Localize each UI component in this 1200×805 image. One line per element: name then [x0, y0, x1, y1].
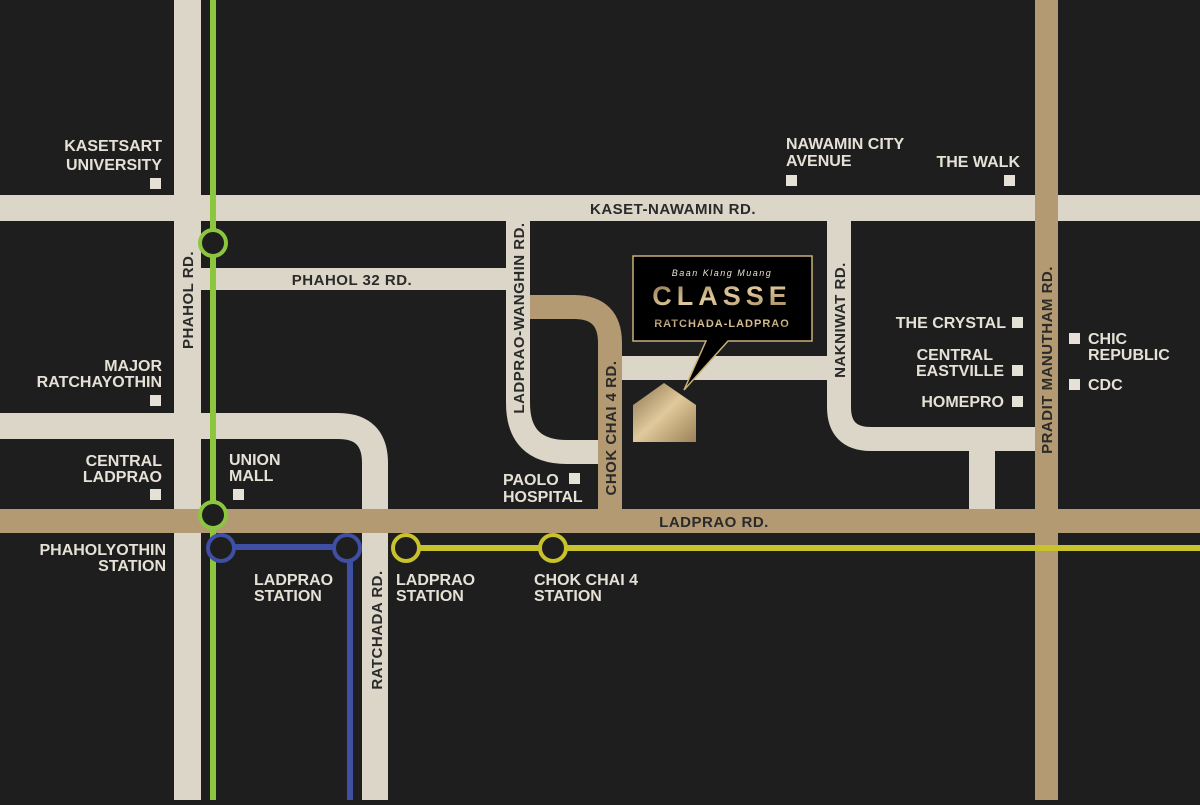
label-ladprao-road: LADPRAO RD.: [659, 514, 769, 531]
ratchayothin-connector-road: [0, 413, 388, 800]
poi-label-line1: CENTRAL: [86, 453, 163, 470]
poi-the-walk: THE WALK: [936, 154, 1020, 186]
poi-label-line1: CENTRAL: [917, 347, 994, 364]
label-nakniwat-road: NAKNIWAT RD.: [832, 262, 849, 378]
poi-marker-icon: [1012, 396, 1023, 407]
poi-marker-icon: [1069, 379, 1080, 390]
label-ratchada-road: RATCHADA RD.: [369, 570, 386, 689]
poi-marker-icon: [786, 175, 797, 186]
project-subtitle: RATCHADA-LADPRAO: [654, 318, 790, 330]
brand-script: Baan Klang Muang: [672, 268, 773, 278]
poi-central-eastville: CENTRAL EASTVILLE: [916, 347, 1023, 380]
ladprao-road: [0, 509, 1200, 533]
poi-label-line2: LADPRAO: [83, 469, 162, 486]
station-marker-ladprao-blue-west: [206, 533, 236, 563]
poi-label-line2: UNIVERSITY: [66, 157, 162, 174]
poi-label: THE CRYSTAL: [896, 315, 1006, 332]
poi-marker-icon: [233, 489, 244, 500]
poi-marker-icon: [1012, 365, 1023, 376]
poi-marker-icon: [1012, 317, 1023, 328]
label-ladprao-wanghin-road: LADPRAO-WANGHIN RD.: [511, 222, 528, 413]
house-pin-icon: [633, 383, 696, 442]
kaset-nawamin-road: [0, 195, 1200, 221]
phahol-32-road: [200, 268, 510, 290]
station-markers: [198, 228, 568, 563]
eastville-access-road: [969, 439, 995, 512]
poi-nawamin-city: NAWAMIN CITY AVENUE: [786, 136, 905, 186]
poi-paolo-hospital: PAOLO HOSPITAL: [503, 472, 583, 506]
poi-major: MAJOR RATCHAYOTHIN: [37, 358, 162, 406]
poi-marker-icon: [150, 178, 161, 189]
poi-homepro: HOMEPRO: [921, 394, 1023, 411]
poi-label-line1: KASETSART: [64, 138, 162, 155]
poi-label-line1: PAOLO: [503, 472, 559, 489]
poi-marker-icon: [150, 395, 161, 406]
points-of-interest: KASETSART UNIVERSITY NAWAMIN CITY AVENUE…: [37, 136, 1171, 506]
station-label-ladprao-yellow-line2: STATION: [396, 588, 464, 605]
station-label-chok-chai-4-line1: CHOK CHAI 4: [534, 572, 638, 589]
poi-label-line2: EASTVILLE: [916, 363, 1004, 380]
station-marker-phaholyothin: [198, 500, 228, 530]
poi-label-line1: CHIC: [1088, 331, 1128, 348]
station-marker-kaset: [198, 228, 228, 258]
project-name: CLASSE: [652, 281, 792, 311]
poi-label-line2: HOSPITAL: [503, 489, 583, 506]
label-chok-chai-4-road: CHOK CHAI 4 RD.: [603, 360, 620, 495]
poi-central-ladprao: CENTRAL LADPRAO: [83, 453, 162, 500]
poi-the-crystal: THE CRYSTAL: [896, 315, 1023, 332]
nakniwat-road: [827, 221, 1045, 451]
station-label-ladprao-blue-line2: STATION: [254, 588, 322, 605]
station-marker-chok-chai-4: [538, 533, 568, 563]
station-label-chok-chai-4-line2: STATION: [534, 588, 602, 605]
road-labels: KASET-NAWAMIN RD. PHAHOL 32 RD. LADPRAO …: [180, 201, 1056, 690]
label-phahol-road: PHAHOL RD.: [180, 251, 197, 349]
poi-union-mall: UNION MALL: [229, 452, 281, 500]
chok-chai-4-east-spur: [620, 356, 840, 380]
phahol-road: [174, 0, 201, 800]
chok-chai-4-road: [530, 295, 622, 512]
poi-label-line1: MAJOR: [104, 358, 162, 375]
label-kaset-nawamin-road: KASET-NAWAMIN RD.: [590, 201, 756, 218]
label-phahol-32-road: PHAHOL 32 RD.: [292, 272, 412, 289]
station-label-phaholyothin-line1: PHAHOLYOTHIN: [39, 542, 166, 559]
poi-label: THE WALK: [936, 154, 1020, 171]
station-marker-ladprao-yellow: [391, 533, 421, 563]
poi-label-line1: NAWAMIN CITY: [786, 136, 905, 153]
poi-label-line2: REPUBLIC: [1088, 347, 1170, 364]
poi-label-line1: UNION: [229, 452, 281, 469]
poi-label-line2: AVENUE: [786, 153, 852, 170]
station-labels: PHAHOLYOTHIN STATION LADPRAO STATION LAD…: [39, 542, 638, 605]
poi-kasetsart: KASETSART UNIVERSITY: [64, 138, 162, 189]
poi-label: HOMEPRO: [921, 394, 1004, 411]
poi-marker-icon: [569, 473, 580, 484]
poi-label: CDC: [1088, 377, 1123, 394]
project-callout: Baan Klang Muang CLASSE RATCHADA-LADPRAO: [632, 255, 813, 391]
poi-chic-republic: CHIC REPUBLIC: [1069, 331, 1170, 364]
pradit-manutham-road: [1035, 0, 1058, 800]
poi-label-line2: MALL: [229, 468, 274, 485]
label-pradit-manutham-road: PRADIT MANUTHAM RD.: [1039, 266, 1056, 454]
poi-marker-icon: [150, 489, 161, 500]
poi-label-line2: RATCHAYOTHIN: [37, 374, 162, 391]
ladprao-wanghin-road: [506, 221, 612, 464]
poi-marker-icon: [1069, 333, 1080, 344]
station-marker-ladprao-blue: [332, 533, 362, 563]
station-label-phaholyothin-line2: STATION: [98, 558, 166, 575]
station-label-ladprao-yellow-line1: LADPRAO: [396, 572, 475, 589]
poi-cdc: CDC: [1069, 377, 1123, 394]
poi-marker-icon: [1004, 175, 1015, 186]
station-label-ladprao-blue-line1: LADPRAO: [254, 572, 333, 589]
callout-box: [632, 255, 813, 391]
